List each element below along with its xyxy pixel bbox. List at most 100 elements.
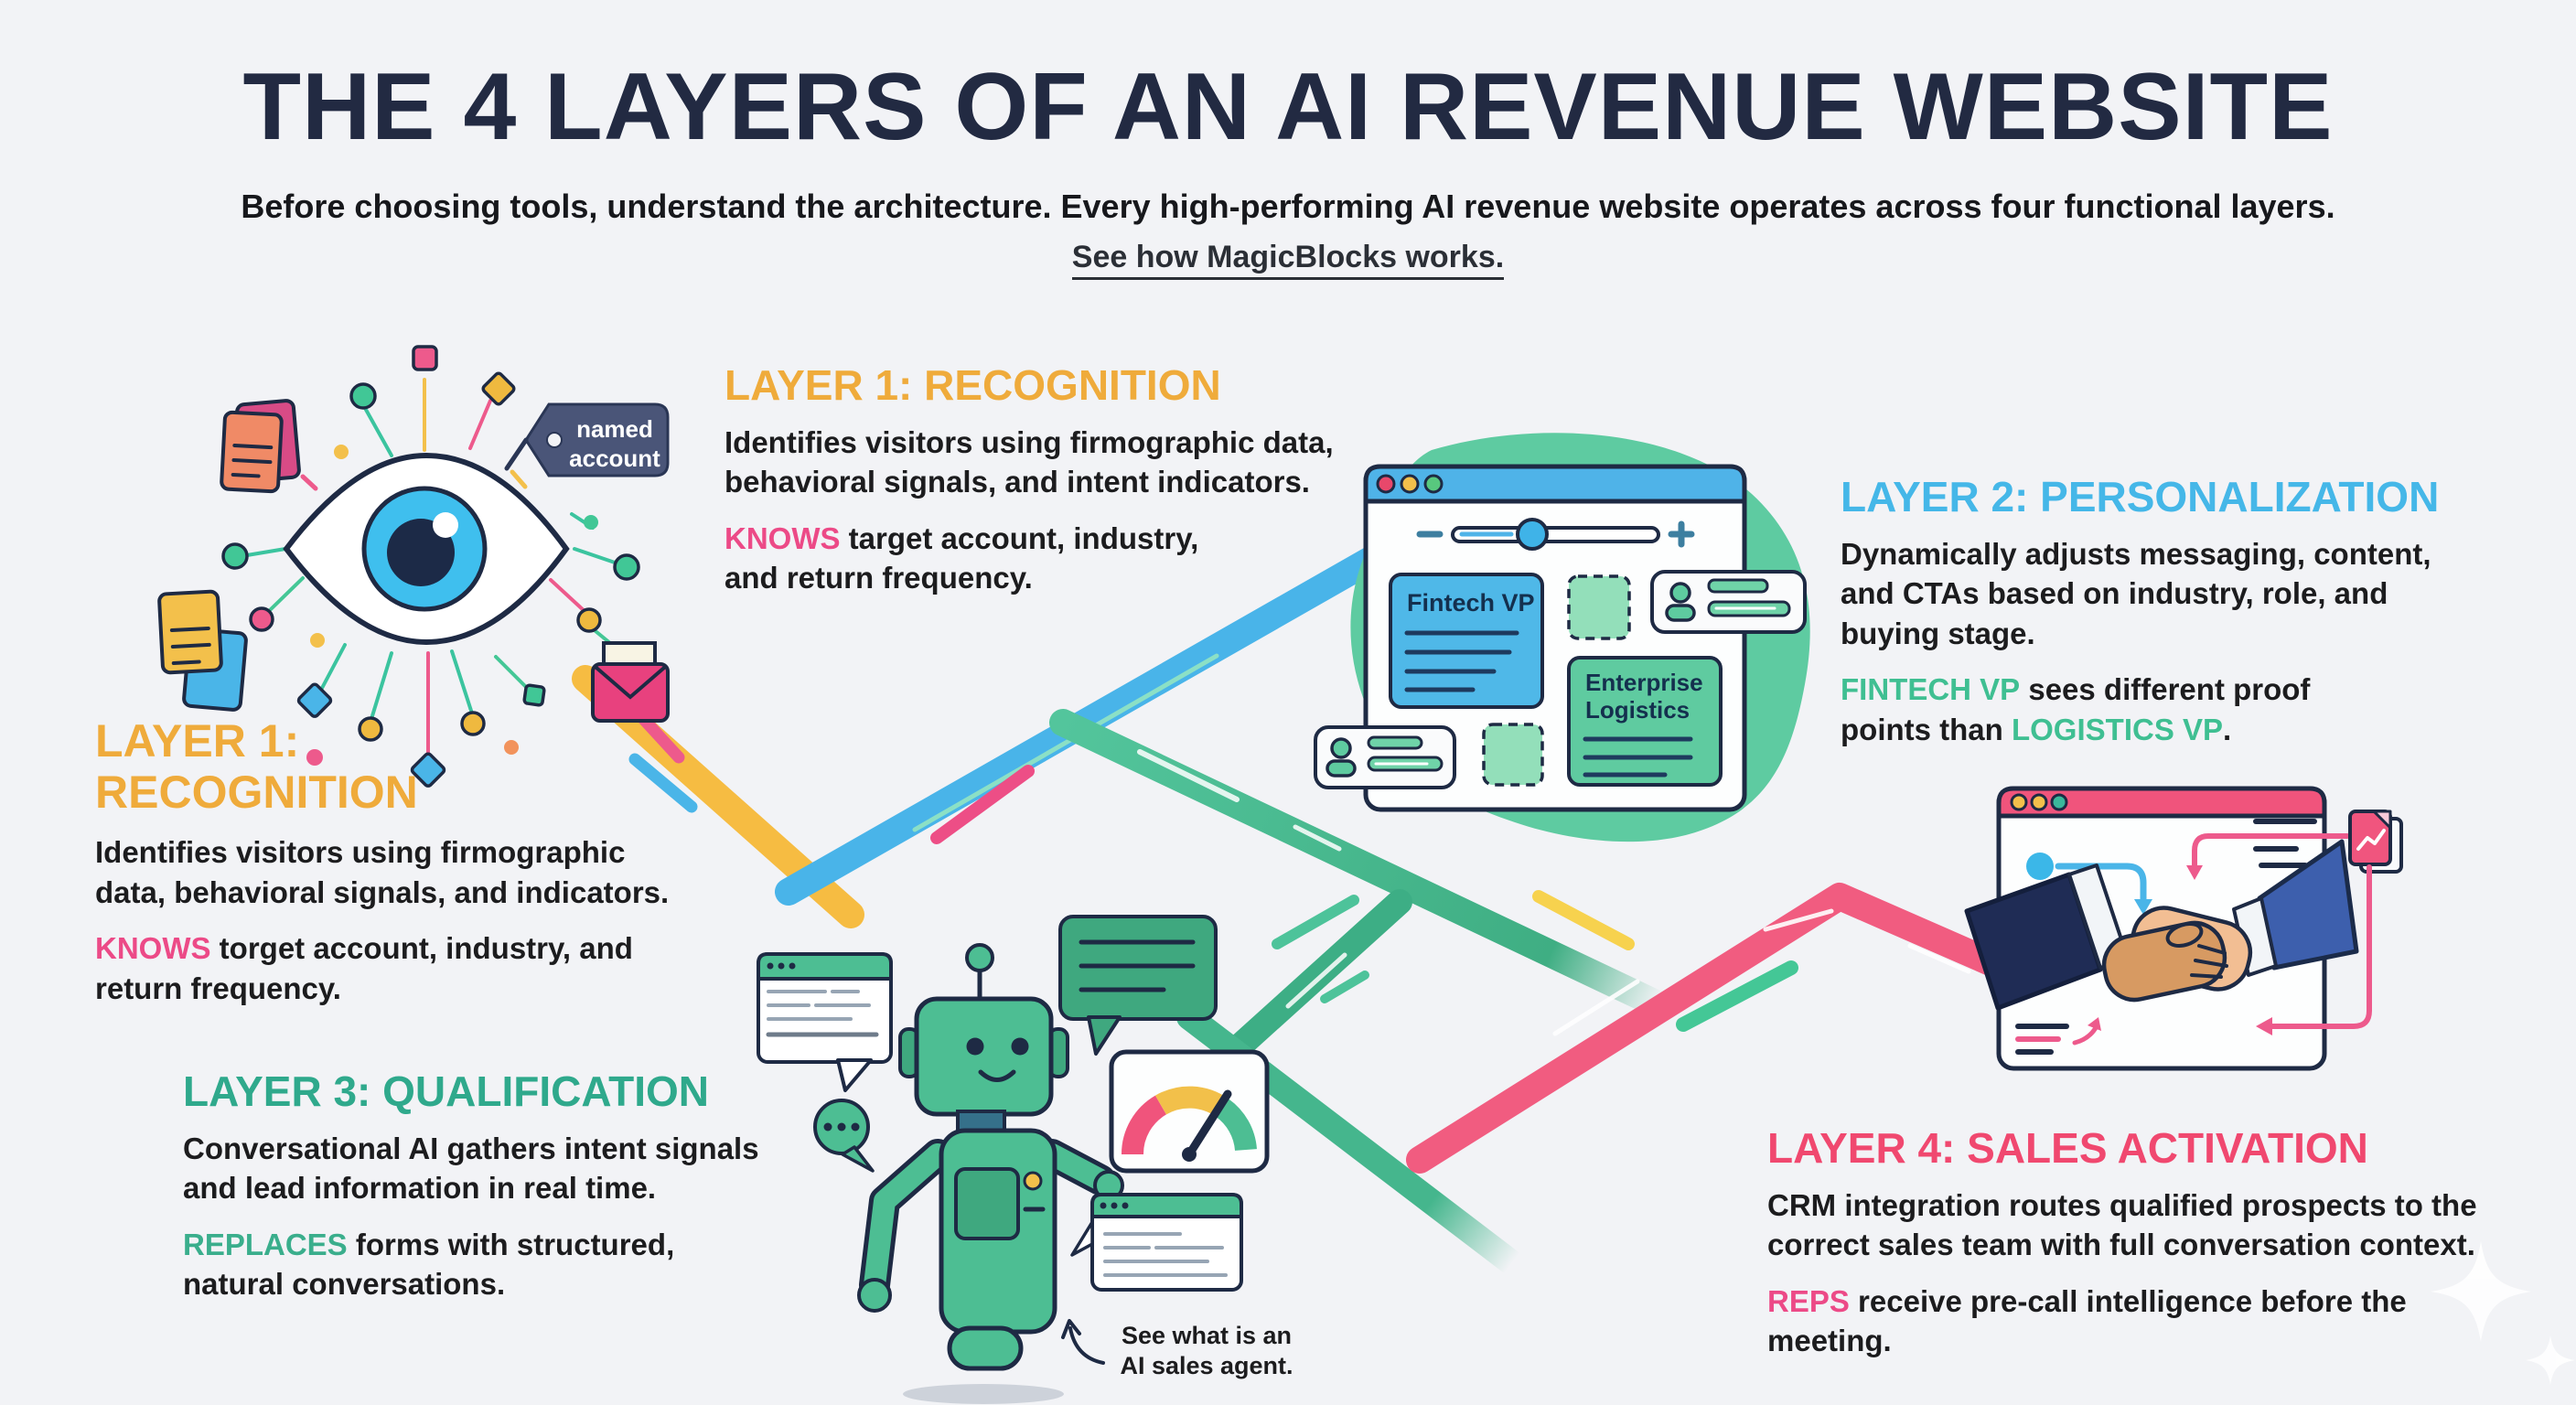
ribbon-white-dash (1285, 952, 1347, 1009)
layer1-top-block: LAYER 1: RECOGNITION Identifies visitors… (724, 361, 1374, 598)
page-title: THE 4 LAYERS OF AN AI REVENUE WEBSITE (242, 54, 2334, 160)
document-stack-icon (220, 399, 301, 494)
thumb (2165, 922, 2204, 948)
fintech-vp-label: Fintech VP (1407, 589, 1535, 617)
pink-arrowhead (2186, 865, 2203, 880)
ribbon-teal-dash (1676, 960, 1798, 1032)
ribbon-green-a (1049, 709, 1671, 1018)
left-sleeve (1964, 872, 2103, 1011)
plus-icon[interactable] (1668, 520, 1695, 548)
person-icon (1330, 737, 1352, 759)
logistics-vp-keyword: LOGISTICS VP (2011, 712, 2224, 746)
layer4-keyword-line: REPS receive pre-call intelligence befor… (1767, 1282, 2472, 1361)
gauge-icon (1109, 1049, 1270, 1174)
knows-keyword: KNOWS (724, 520, 841, 555)
dots-bubble-icon (813, 1099, 875, 1173)
layer1-left-block: LAYER 1: RECOGNITION Identifies visitors… (95, 715, 708, 1008)
envelope-icon (591, 641, 670, 723)
layer4-heading: LAYER 4: SALES ACTIVATION (1767, 1124, 2368, 1172)
layer2-block: LAYER 2: PERSONALIZATION Dynamically adj… (1841, 473, 2490, 749)
ai-sales-agent-note: See what is an AI sales agent. (1120, 1322, 1293, 1379)
named-account-label: named (576, 415, 653, 443)
keyword-rest: forms with structured, natural conversat… (183, 1227, 675, 1302)
ribbon-yellow-dash (1532, 890, 1635, 950)
blue-arrowhead (2134, 899, 2152, 915)
fintech-vp-keyword: FINTECH VP (1841, 672, 2021, 707)
slider-knob[interactable] (1516, 518, 1549, 551)
ribbon-pink-dash-2 (930, 765, 1035, 844)
chat-window-icon (757, 952, 893, 1092)
pink-arrowhead (2256, 1017, 2272, 1035)
period: . (2223, 712, 2232, 746)
keyword-rest: receive pre-call intelligence before the… (1767, 1283, 2407, 1358)
layer2-heading: LAYER 2: PERSONALIZATION (1841, 473, 2440, 520)
network-nodes (221, 345, 640, 788)
layer3-block: LAYER 3: QUALIFICATION Conversational AI… (183, 1067, 832, 1304)
ribbon-white-dash (1907, 943, 1971, 974)
window-dot-icon (1400, 474, 1420, 494)
layer4-block: LAYER 4: SALES ACTIVATION CRM integratio… (1767, 1124, 2508, 1361)
window-dot-icon (2050, 793, 2068, 811)
annotation-arrow-icon (1061, 1319, 1105, 1365)
robot-icon (857, 943, 1124, 1404)
window-dot-icon (1423, 474, 1444, 494)
text-lines (2015, 1024, 2069, 1055)
ribbon-white-dash (1763, 908, 1834, 932)
ribbon-green-dash (1320, 971, 1369, 1003)
gauge-needle (1185, 1089, 1232, 1159)
keyword-rest: torget account, industry, and return fre… (95, 931, 633, 1005)
chat-window-icon (1070, 1193, 1243, 1292)
document-stack-icon (157, 589, 248, 712)
reps-keyword: REPS (1767, 1283, 1850, 1318)
keyword-middle: sees different proof points than (1841, 672, 2311, 746)
speech-bubble-icon (1058, 915, 1218, 1056)
window-dot-icon (2010, 793, 2028, 811)
sales-activation-cluster (1964, 786, 2403, 1071)
pink-route-arrow (2266, 864, 2372, 1029)
layer1-top-keyword-line: KNOWS target account, industry, and retu… (724, 519, 1237, 598)
ribbon-blue-dash (628, 753, 698, 813)
text-lines (2253, 819, 2317, 868)
qualification-cluster (757, 915, 1270, 1404)
layer1-left-body: Identifies visitors using firmographic d… (95, 835, 670, 909)
slider-icon[interactable] (1416, 518, 1695, 551)
layer3-body: Conversational AI gathers intent signals… (183, 1131, 759, 1206)
layer1-left-heading: LAYER 1: RECOGNITION (95, 715, 418, 818)
handshake-icon (1964, 839, 2359, 1011)
keyword-rest: target account, industry, and return fre… (724, 520, 1199, 595)
window-dot-icon (1376, 474, 1396, 494)
pink-arrow-icon (2192, 833, 2350, 870)
enterprise-label: Enterprise (1585, 669, 1703, 696)
layer1-left-keyword-line: KNOWS torget account, industry, and retu… (95, 928, 699, 1008)
ribbon-white-dash (1552, 979, 1640, 1036)
layer4-body: CRM integration routes qualified prospec… (1767, 1187, 2477, 1262)
sparkle-icon (2431, 1241, 2575, 1385)
link-row: See how MagicBlocks works. (0, 240, 2576, 280)
personalization-cluster: Fintech VP Enterprise Logistics (1314, 433, 1810, 842)
layer3-keyword-line: REPLACES forms with structured, natural … (183, 1225, 714, 1304)
node-square-icon (412, 345, 438, 371)
named-account-label: account (569, 445, 660, 472)
shadow (903, 1384, 1064, 1404)
page-subtitle: Before choosing tools, understand the ar… (241, 188, 2335, 225)
network-lines (245, 378, 619, 757)
fintech-vp-card: Fintech VP (1389, 573, 1544, 709)
browser-window-icon: Fintech VP Enterprise Logistics (1363, 464, 1747, 812)
contact-chip-icon (1314, 725, 1456, 789)
magicblocks-link[interactable]: See how MagicBlocks works. (1071, 240, 1505, 280)
replaces-keyword: REPLACES (183, 1227, 348, 1261)
ribbon-white-dash (1293, 824, 1342, 852)
blue-node-icon (2026, 853, 2054, 880)
window-dot-icon (2030, 793, 2048, 811)
ribbon-blue-accent (912, 653, 1219, 832)
contact-chip-icon (1650, 570, 1807, 634)
ribbon-green-dash (1272, 895, 1359, 949)
person-icon (1669, 582, 1691, 604)
dashed-placeholder-icon (1567, 574, 1631, 640)
layer3-heading: LAYER 3: QUALIFICATION (183, 1067, 710, 1115)
layer2-body: Dynamically adjusts messaging, content, … (1841, 536, 2431, 650)
layer1-top-heading: LAYER 1: RECOGNITION (724, 361, 1221, 409)
eye-icon (283, 452, 570, 646)
